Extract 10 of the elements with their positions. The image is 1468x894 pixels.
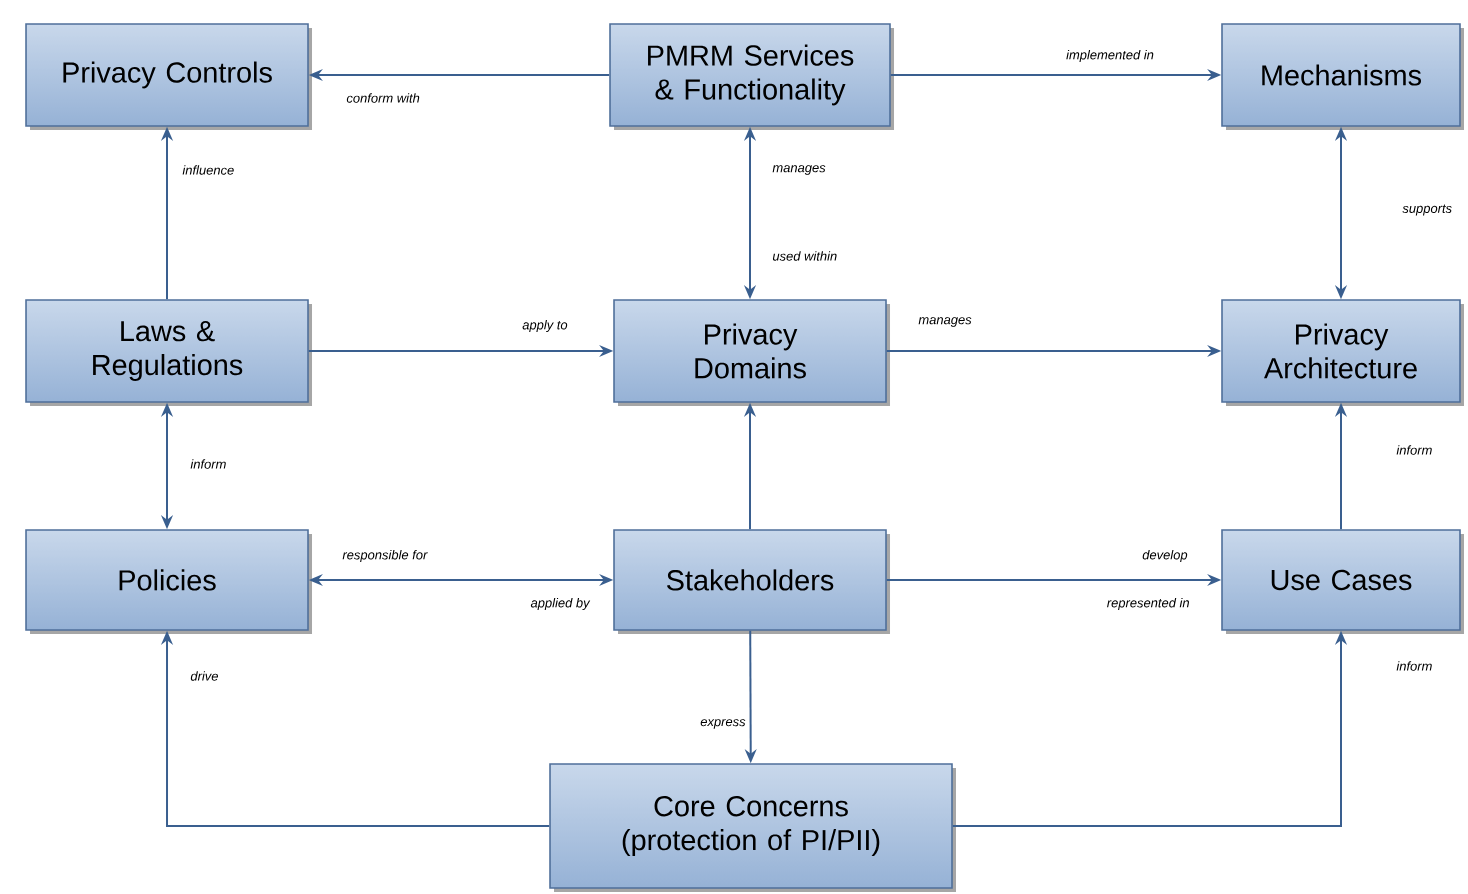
process-box: Core Concerns (protection of PI/PII)	[549, 763, 956, 892]
process-box: Mechanisms	[1221, 23, 1464, 130]
process-box: Privacy Architecture	[1221, 299, 1464, 406]
process-box: Privacy Domains	[613, 299, 890, 406]
process-box: Privacy Controls	[25, 23, 312, 130]
process-box: PMRM Services & Functionality	[609, 23, 894, 130]
process-box: Stakeholders	[613, 529, 890, 634]
process-box: Laws & Regulations	[25, 299, 312, 406]
process-box: Use Cases	[1221, 529, 1464, 634]
process-box: Policies	[25, 529, 312, 634]
